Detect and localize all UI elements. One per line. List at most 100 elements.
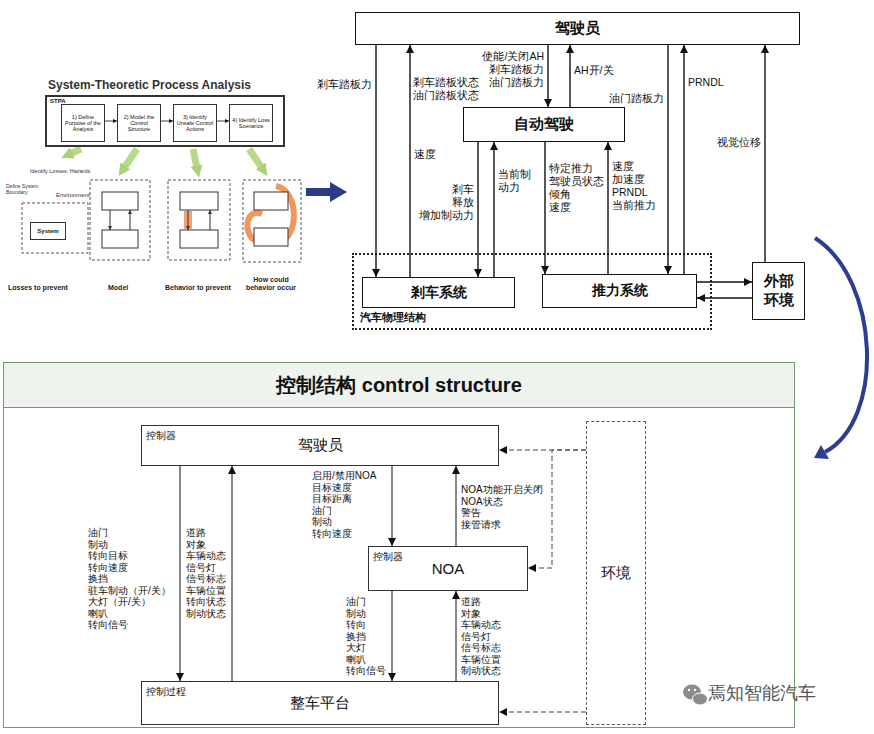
figure-title: System-Theoretic Process Analysis (48, 79, 251, 93)
node-text: 剎车系统 (411, 284, 467, 302)
edge-label: 道路 对象 车辆动态 信号灯 信号标志 车辆位置 转向状态 制动状态 (186, 527, 230, 619)
edge-label: 当前制动力 (498, 168, 532, 194)
node-text: NOA (432, 560, 465, 577)
wechat-icon (693, 693, 708, 705)
node-heading: 控制器 (373, 550, 403, 564)
mini-box (102, 230, 138, 248)
edge-label: 油门踏板力 (608, 92, 664, 105)
node-text: 3) Identify Unsafe Control Actions (176, 114, 214, 133)
connector (456, 466, 457, 546)
step-arrow (249, 149, 262, 168)
node-text: System (37, 228, 58, 234)
step-caption: Behavior to prevent (165, 284, 231, 292)
wechat-icon (694, 689, 696, 691)
environment-box: 环境 (586, 421, 646, 725)
step-caption: Model (108, 284, 128, 292)
connector (499, 450, 586, 451)
step-arrow (193, 149, 197, 168)
controller-box: 驾驶员 (355, 12, 800, 45)
node-text: 自动驾驶 (514, 115, 574, 134)
node-text: 控制结构 control structure (4, 363, 794, 408)
node-text: 外部环境 (757, 272, 800, 310)
step-arrow (70, 149, 81, 154)
mini-arrow (210, 210, 211, 230)
edge-label: NOA功能开启关闭 NOA状态 警告 接管请求 (461, 484, 547, 530)
mini-arrow (110, 210, 111, 230)
mini-arrow (188, 210, 189, 230)
behavior-frame (168, 180, 230, 260)
controller-box: 控制器驾驶员 (141, 425, 499, 466)
controller-box: 自动驾驶 (463, 107, 625, 142)
step-box: 3) Identify Unsafe Control Actions (173, 104, 217, 142)
connector (161, 121, 173, 122)
node-heading: 控制器 (146, 429, 176, 443)
curved-arrow-head (814, 445, 829, 459)
edge-label: 道路 对象 车辆动态 信号灯 信号标志 车辆位置 制动状态 (461, 596, 509, 677)
scenario-frame (243, 180, 301, 262)
system-boundary (22, 203, 88, 253)
mini-box (180, 230, 218, 248)
connector (409, 45, 410, 277)
edge-label: 剎车踏板力 (312, 78, 372, 91)
controller-box: 控制器 NOA (368, 546, 528, 591)
mini-box (254, 192, 288, 210)
model-frame (90, 180, 150, 260)
mini-box (254, 228, 288, 246)
step-box: 2) Model the Control Structure (117, 104, 161, 142)
connector (477, 142, 478, 277)
edge-label: 油门 制动 转向目标 转向速度 换挡 驻车制动（开/关） 大灯（开/关） 喇叭 … (88, 527, 178, 631)
system-box: System (30, 222, 66, 240)
connector (456, 591, 457, 681)
connector (493, 142, 494, 277)
mini-box (180, 192, 218, 210)
step-arrow (124, 149, 137, 168)
edge-label: 使能/关闭AH 剎车踏板力 油门踏板力 (482, 50, 544, 89)
node-text: 驾驶员 (298, 436, 343, 455)
node-text: 整车平台 (290, 694, 350, 713)
wechat-icon (688, 689, 690, 691)
watermark: 焉知智能汽车 (708, 683, 816, 704)
node-text: 1) Define Purpose of the Analysis (64, 114, 102, 133)
step-caption: How could behavior occur (240, 276, 302, 292)
step-box: 4) Identify Loss Scenarios (229, 104, 273, 142)
edge-label: 视觉位移 (715, 136, 761, 149)
connector (105, 121, 117, 122)
connector (375, 45, 376, 277)
connector (697, 297, 752, 298)
edge-label: 剎车 释放 增加制动力 (418, 183, 474, 222)
connector (180, 466, 181, 681)
connector (499, 712, 586, 713)
annotation: Identify Losses, Hazards (30, 168, 90, 174)
process-box: 控制过程整车平台 (141, 681, 499, 725)
panel: 控制结构 control structure控制器驾驶员控制器NOA环境控制过程… (3, 362, 795, 728)
node-text: 4) Identify Loss Scenarios (232, 117, 270, 130)
annotation: Define System Boundary (6, 184, 40, 196)
group-boundary: 汽车物理结构剎车系统推力系统 (352, 253, 712, 330)
connector (232, 466, 233, 681)
edge-label: 速度 (414, 148, 436, 160)
edge-label: 启用/禁用NOA 目标速度 目标距离 油门 制动 转向速度 (312, 470, 388, 539)
node-text: 推力系统 (592, 282, 648, 300)
step-box: 1) Define Purpose of the Analysis (61, 104, 105, 142)
annotation: Environment (56, 192, 90, 199)
edge-label: AH开/关 (574, 64, 624, 77)
connector (392, 591, 393, 681)
mini-box (102, 192, 138, 210)
connector (217, 121, 229, 122)
connector (667, 45, 668, 274)
node-text: 2) Model the Control Structure (120, 114, 158, 133)
edge-label: 油门 制动 转向 换挡 大灯 喇叭 转向信号 (346, 596, 388, 677)
node-heading: 控制过程 (146, 685, 186, 699)
node-text: 驾驶员 (555, 19, 600, 38)
connector (547, 45, 548, 107)
edge-label: 剎车踏板状态 油门踏板状态 (413, 76, 481, 102)
flow-arrow (306, 182, 347, 202)
process-box: 剎车系统 (362, 277, 515, 308)
edge-label: 特定推力 驾驶员状态 倾角 速度 (549, 162, 605, 215)
connector (764, 45, 765, 262)
connector (697, 281, 752, 282)
curved-flow-arrow (815, 238, 867, 452)
connector (569, 45, 570, 107)
unsafe-action-mark (184, 211, 192, 229)
